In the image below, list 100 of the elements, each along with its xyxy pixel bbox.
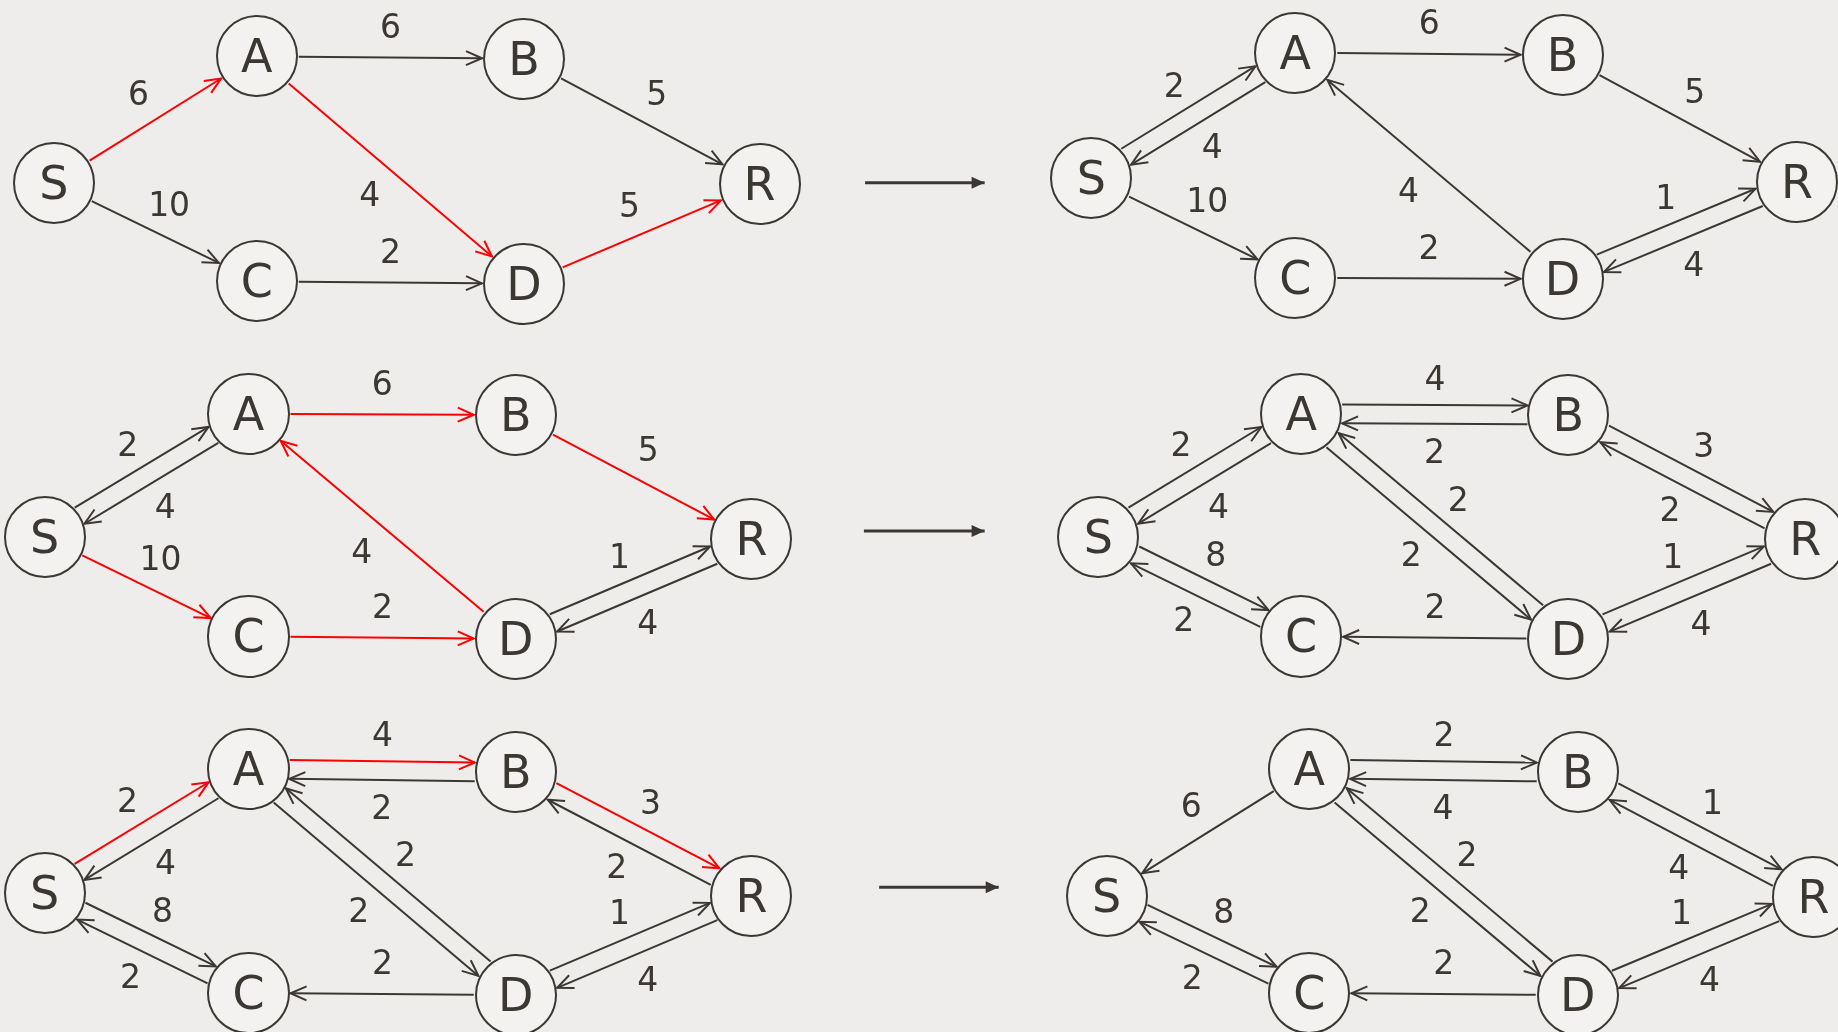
arrow <box>73 425 210 509</box>
arrow <box>287 82 493 258</box>
graph-node: D <box>1527 597 1610 680</box>
edge-label: 8 <box>1213 894 1235 928</box>
arrow <box>84 901 217 968</box>
edge-label: 6 <box>1180 788 1202 822</box>
arrow <box>1345 787 1554 963</box>
arrow <box>289 630 475 647</box>
arrow <box>546 798 712 886</box>
arrow <box>555 782 721 870</box>
edge-label: 6 <box>371 366 393 400</box>
arrow <box>1341 397 1529 414</box>
edge-label: 4 <box>1208 489 1230 523</box>
arrow <box>1342 629 1528 645</box>
arrow <box>288 771 476 788</box>
graph-node: S <box>1065 854 1148 937</box>
edge-label: 4 <box>1699 963 1721 996</box>
edge-label: 2 <box>380 234 402 268</box>
graph-node: B <box>1536 731 1619 814</box>
edge-label: 6 <box>1418 5 1440 39</box>
edge-label: 2 <box>1659 492 1681 526</box>
edge-label: 3 <box>639 785 661 819</box>
graph-node: R <box>1772 855 1838 938</box>
graph-node: C <box>207 595 290 678</box>
arrow <box>1141 790 1275 875</box>
graph-node: R <box>1764 498 1838 581</box>
graph-node: B <box>1521 14 1604 97</box>
arrow <box>548 545 711 616</box>
arrow <box>1602 205 1764 274</box>
edge-label: 2 <box>606 849 628 883</box>
arrow <box>1336 270 1522 287</box>
graph-node: R <box>710 854 793 937</box>
graph-node: R <box>710 498 793 581</box>
edge-label: 5 <box>618 188 640 222</box>
arrow <box>1128 195 1259 261</box>
arrow <box>1610 902 1773 972</box>
edge-label: 2 <box>120 959 142 993</box>
edge-label: 2 <box>1424 434 1446 468</box>
arrow <box>76 918 209 985</box>
arrow <box>288 754 476 771</box>
arrow <box>1129 562 1262 628</box>
edge-label: 4 <box>372 717 394 751</box>
graph-node: B <box>474 373 557 456</box>
arrow <box>1146 903 1278 968</box>
graph-node: D <box>474 597 557 680</box>
edge-label: 6 <box>380 9 402 43</box>
graph-node: C <box>215 240 298 323</box>
edge-label: 2 <box>1163 68 1185 101</box>
edge-label: 3 <box>1693 428 1715 462</box>
edge-label: 1 <box>1671 895 1693 929</box>
arrow <box>83 797 220 881</box>
graph-node: A <box>1268 727 1351 810</box>
arrow <box>556 562 719 633</box>
edge-label: 8 <box>151 893 173 927</box>
edge-label: 8 <box>1205 537 1227 571</box>
arrow <box>73 781 210 865</box>
edge-label: 10 <box>148 187 191 221</box>
edge-label: 4 <box>359 177 381 211</box>
edge-label: 2 <box>1170 427 1192 461</box>
arrow <box>1336 46 1522 63</box>
graph-node: D <box>482 242 565 325</box>
edge-label: 2 <box>1424 589 1446 623</box>
arrow <box>279 439 485 613</box>
edge-label: 2 <box>117 427 139 461</box>
graph-node: D <box>1536 954 1619 1032</box>
graph-node: R <box>1755 140 1838 223</box>
arrow <box>1325 446 1533 621</box>
arrow <box>81 554 212 620</box>
graph-node: S <box>1057 495 1140 578</box>
arrow <box>289 406 475 423</box>
arrow <box>1599 441 1766 530</box>
arrow <box>1120 65 1257 150</box>
arrow <box>1349 754 1538 771</box>
edge-label: 2 <box>1447 482 1469 515</box>
graph-node: S <box>3 495 86 578</box>
edge-label: 5 <box>637 432 659 466</box>
graph-node: S <box>12 141 95 224</box>
edge-label: 1 <box>1662 539 1684 573</box>
arrow <box>289 985 475 1002</box>
edge-label: 4 <box>1690 606 1712 639</box>
edge-label: 2 <box>395 837 417 871</box>
graph-node: B <box>1527 373 1610 456</box>
graph-node: C <box>1254 236 1337 319</box>
arrow <box>1608 424 1775 513</box>
arrow <box>548 901 711 972</box>
arrow <box>272 801 480 977</box>
graph-node: A <box>1254 11 1337 94</box>
graph-node: A <box>215 15 298 98</box>
graph-node: C <box>1268 951 1351 1032</box>
arrow <box>1138 920 1270 985</box>
graph-node: S <box>1050 137 1133 220</box>
edge-label: 4 <box>1201 129 1223 163</box>
edge-label: 4 <box>351 534 373 567</box>
edge-label: 1 <box>608 895 630 929</box>
edge-label: 2 <box>1181 960 1203 994</box>
edge-label: 2 <box>1418 230 1440 264</box>
arrow <box>1608 562 1773 633</box>
edge-label: 4 <box>637 606 659 639</box>
arrow <box>1595 187 1757 256</box>
edge-label: 2 <box>371 790 393 824</box>
